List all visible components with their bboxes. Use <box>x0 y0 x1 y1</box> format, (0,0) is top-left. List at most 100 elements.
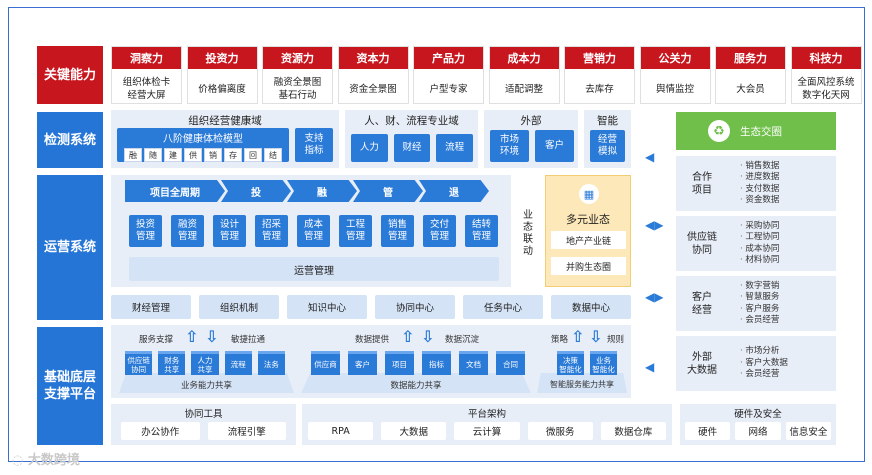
tool-button[interactable]: 硬件 <box>685 422 731 440</box>
capability-title[interactable]: 公关力 <box>640 47 710 69</box>
tool-button[interactable]: 云计算 <box>454 422 520 440</box>
hw-title: 硬件及安全 <box>734 409 782 420</box>
management-button[interactable]: 成本 管理 <box>297 215 330 247</box>
hw-panel: 硬件及安全 硬件网络信息安全 <box>680 404 836 445</box>
capability-title[interactable]: 成本力 <box>489 47 559 69</box>
support-indicator-button[interactable]: 支持 指标 <box>295 128 333 162</box>
mna-ecosystem[interactable]: 并购生态圈 <box>551 257 626 275</box>
capability-desc: 户型专家 <box>429 83 468 95</box>
eco-block-label: 客户 经营 <box>692 291 712 316</box>
capability-cube[interactable]: 供应商 <box>311 351 340 375</box>
capability-title[interactable]: 科技力 <box>791 47 861 69</box>
real-estate-chain[interactable]: 地产产业链 <box>551 231 626 249</box>
capability-title[interactable]: 投资力 <box>187 47 257 69</box>
eco-block-label: 合作 项目 <box>692 171 712 196</box>
capability-3: 资本力资金全景图 <box>337 46 409 104</box>
center-button[interactable]: 财经管理 <box>111 295 191 319</box>
eco-block-items: 市场分析客户大数据会员经营 <box>740 346 788 381</box>
management-button[interactable]: 交付 管理 <box>423 215 456 247</box>
eco-block-items: 采购协同工程协同成本协同材料协同 <box>740 221 779 267</box>
tool-button[interactable]: 网络 <box>735 422 781 440</box>
tool-button[interactable]: RPA <box>308 422 374 440</box>
eco-title: 生态交圈 <box>740 125 782 138</box>
model-title: 八阶健康体检模型 <box>163 134 243 145</box>
center-button[interactable]: 数据中心 <box>551 295 631 319</box>
up-arrow-icon: ⇧ <box>571 327 585 346</box>
center-button[interactable]: 协同中心 <box>375 295 455 319</box>
capabilities-row: 洞察力组织体检卡 经营大屏投资力价格偏离度资源力融资全景图 基石行动资本力资金全… <box>111 46 866 104</box>
business-simulation-button[interactable]: 经营 模拟 <box>590 130 625 162</box>
management-button[interactable]: 工程 管理 <box>339 215 372 247</box>
eco-item: 会员经营 <box>740 315 779 327</box>
capability-title[interactable]: 营销力 <box>565 47 634 69</box>
recycle-icon: ♻ <box>708 120 730 142</box>
hr-items: 人力财经流程 <box>351 134 474 162</box>
phase-arrows: 项目全周期投融管退 <box>125 180 495 202</box>
hw-items: 硬件网络信息安全 <box>685 422 831 440</box>
ops-management-bar[interactable]: 运营管理 <box>129 257 499 281</box>
capability-cube[interactable]: 流程 <box>224 351 252 375</box>
capability-title[interactable]: 洞察力 <box>112 47 181 69</box>
phase-arrow[interactable]: 投 <box>221 180 291 202</box>
eco-item: 进度数据 <box>740 172 779 184</box>
down-arrow-icon: ⇩ <box>421 327 435 346</box>
capability-cube[interactable]: 供应链 协同 <box>125 351 153 375</box>
section-detect: 检测系统 <box>37 112 103 168</box>
capability-cube[interactable]: 财务 共享 <box>158 351 186 375</box>
capability-title[interactable]: 服务力 <box>716 47 785 69</box>
org-health-title: 组织经营健康域 <box>188 115 262 127</box>
management-button[interactable]: 销售 管理 <box>381 215 414 247</box>
tool-button[interactable]: 流程引擎 <box>207 422 286 440</box>
rules-label: 规则 <box>607 335 625 345</box>
capability-9: 科技力全面风控系统 数字化天网 <box>790 46 862 104</box>
phase-arrow[interactable]: 融 <box>287 180 357 202</box>
capability-cube[interactable]: 项目 <box>385 351 414 375</box>
centers-row: 财经管理组织机制知识中心协同中心任务中心数据中心 <box>111 295 631 319</box>
capability-title[interactable]: 资源力 <box>263 47 332 69</box>
model-items: 融随建供销存回结 <box>117 148 289 162</box>
eco-item: 客户大数据 <box>740 358 788 370</box>
capability-title[interactable]: 产品力 <box>414 47 483 69</box>
phase-arrow[interactable]: 管 <box>353 180 423 202</box>
hr-finance-title: 人、财、流程专业域 <box>364 115 459 127</box>
phase-arrow[interactable]: 项目全周期 <box>125 180 225 202</box>
management-button[interactable]: 设计 管理 <box>213 215 246 247</box>
center-button[interactable]: 任务中心 <box>463 295 543 319</box>
capability-cube[interactable]: 文档 <box>459 351 488 375</box>
capability-0: 洞察力组织体检卡 经营大屏 <box>111 46 182 104</box>
external-item-button[interactable]: 市场 环境 <box>490 130 529 162</box>
hr-item-button[interactable]: 人力 <box>351 134 388 162</box>
capability-cube[interactable]: 业务 智能化 <box>590 351 617 375</box>
management-button[interactable]: 投资 管理 <box>129 215 162 247</box>
capability-cube[interactable]: 决策 智能化 <box>557 351 584 375</box>
phase-arrow[interactable]: 退 <box>419 180 489 202</box>
tool-button[interactable]: 办公协作 <box>121 422 200 440</box>
capability-desc: 组织体检卡 经营大屏 <box>122 77 171 101</box>
external-item-button[interactable]: 客户 <box>535 130 574 162</box>
eco-block-items: 数字营销智慧服务客户服务会员经营 <box>740 281 779 327</box>
tool-button[interactable]: 大数据 <box>381 422 447 440</box>
external-panel: 外部 市场 环境客户 <box>484 110 578 168</box>
capability-title[interactable]: 资本力 <box>338 47 408 69</box>
management-button[interactable]: 融资 管理 <box>171 215 204 247</box>
center-button[interactable]: 知识中心 <box>287 295 367 319</box>
capability-6: 营销力去库存 <box>564 46 635 104</box>
management-button[interactable]: 招采 管理 <box>255 215 288 247</box>
center-button[interactable]: 组织机制 <box>199 295 279 319</box>
capability-cube[interactable]: 指标 <box>422 351 451 375</box>
management-button[interactable]: 结转 管理 <box>465 215 498 247</box>
tool-button[interactable]: 微服务 <box>527 422 593 440</box>
capability-cube[interactable]: 合同 <box>496 351 525 375</box>
tool-button[interactable]: 数据仓库 <box>600 422 667 440</box>
biz-cubes: 供应链 协同财务 共享人力 共享流程法务 <box>125 351 286 375</box>
model-item: 存 <box>224 148 242 162</box>
data-base <box>301 373 531 393</box>
capability-cube[interactable]: 人力 共享 <box>191 351 219 375</box>
hr-item-button[interactable]: 流程 <box>436 134 474 162</box>
hr-item-button[interactable]: 财经 <box>393 134 431 162</box>
capability-cube[interactable]: 法务 <box>257 351 286 375</box>
eco-block-0: 合作 项目销售数据进度数据支付数据资金数据 <box>676 156 836 211</box>
tool-button[interactable]: 信息安全 <box>785 422 831 440</box>
data-cubes: 供应商客户项目指标文档合同 <box>311 351 525 375</box>
capability-cube[interactable]: 客户 <box>348 351 377 375</box>
